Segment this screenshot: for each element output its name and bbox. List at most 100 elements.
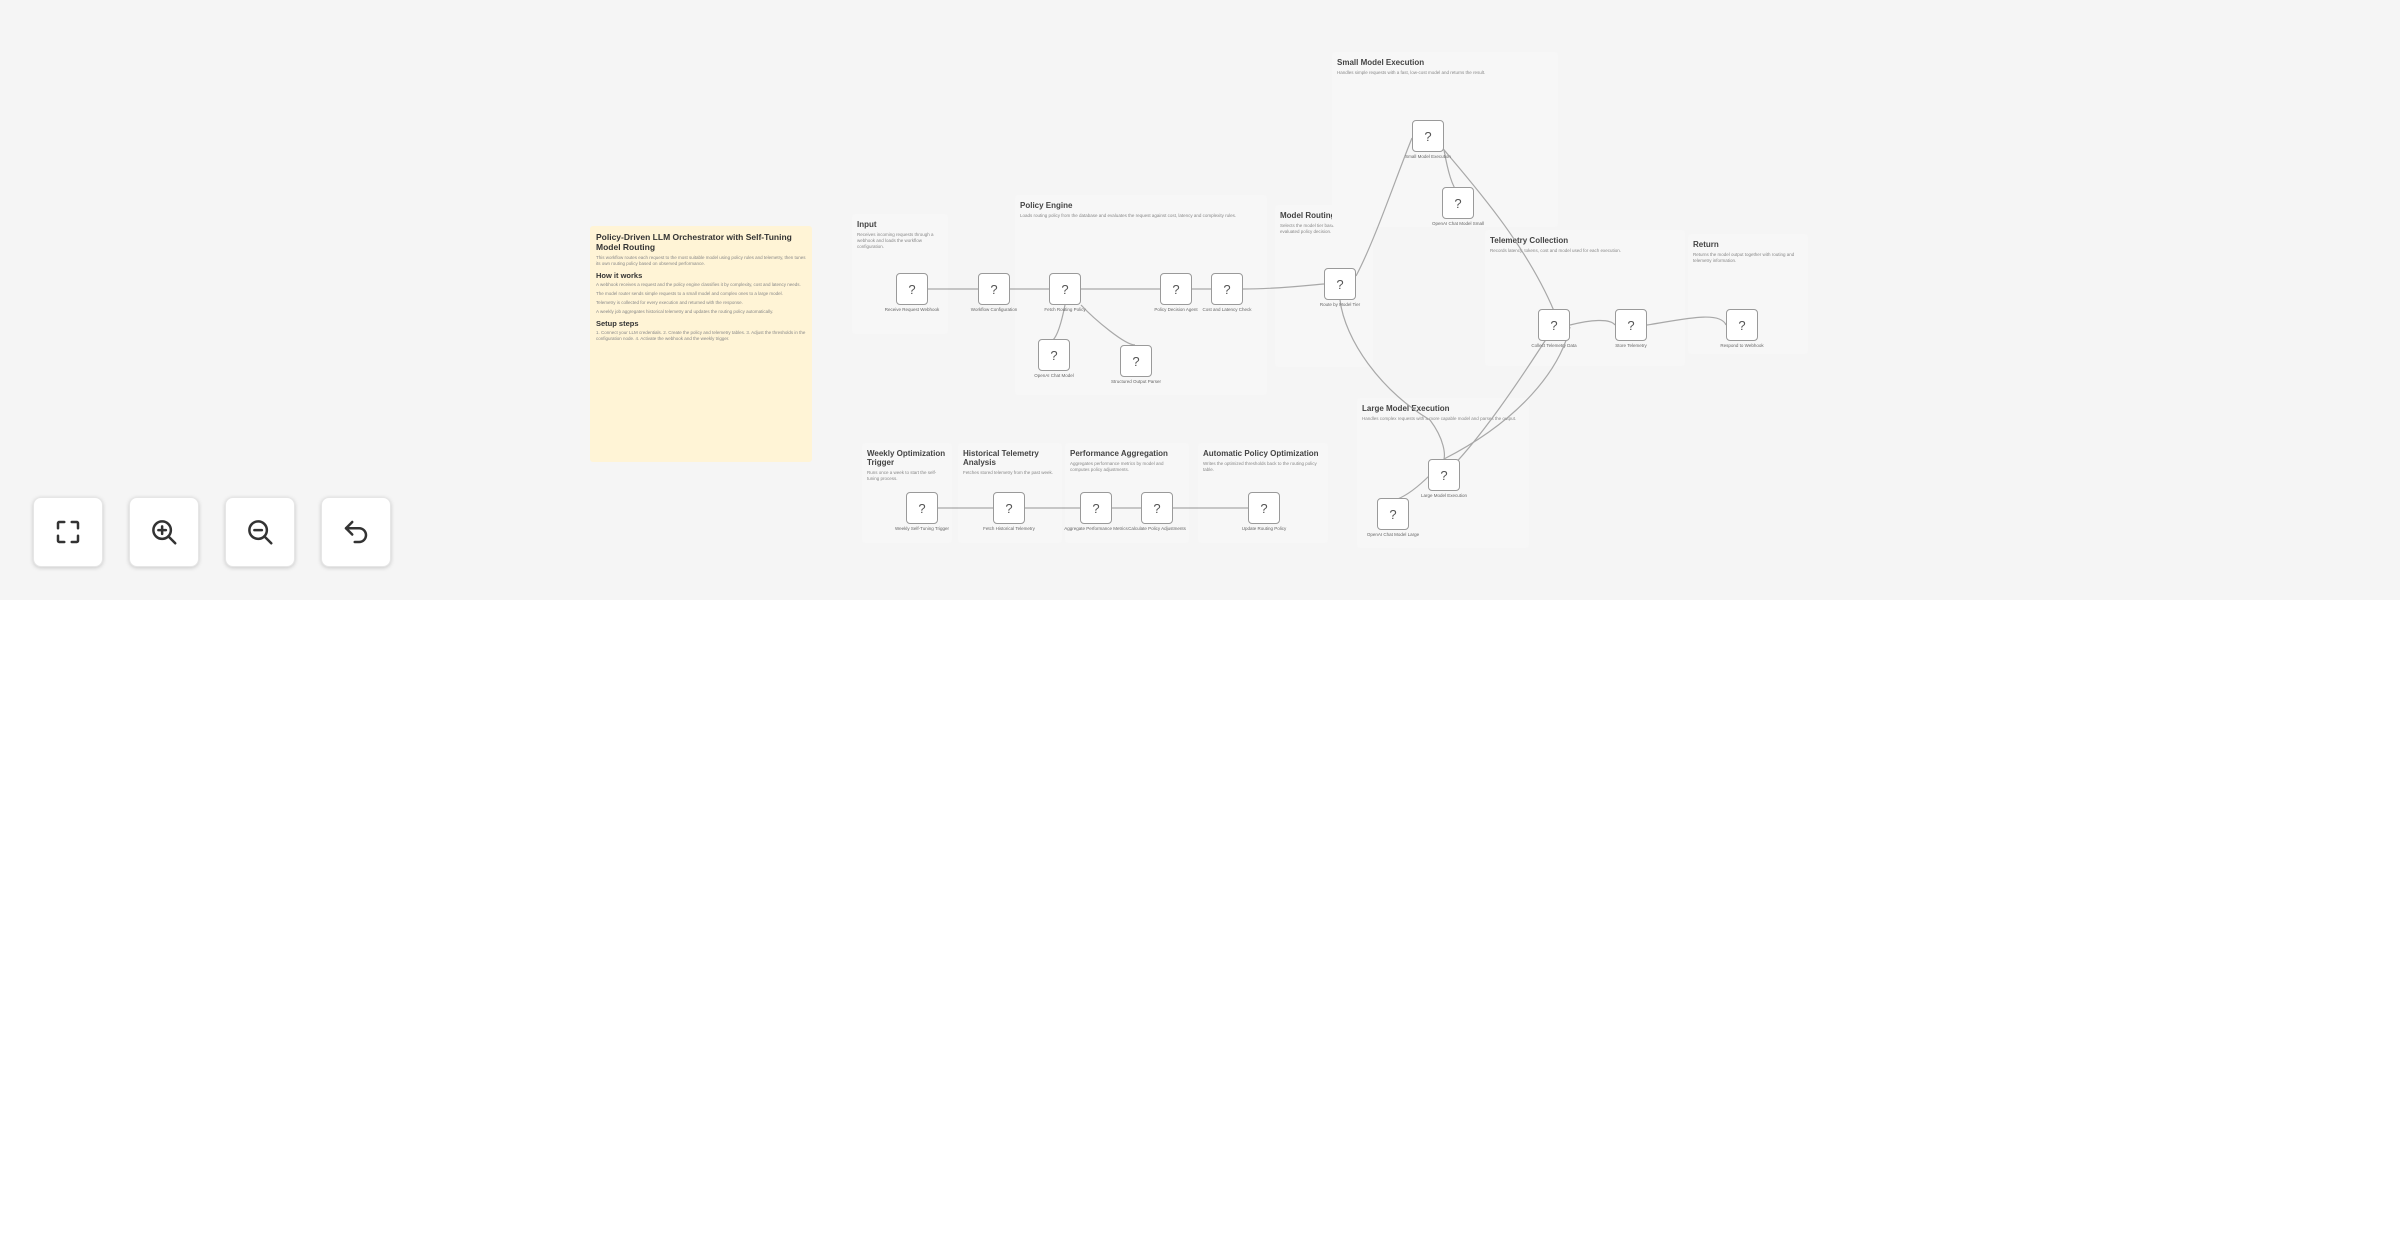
question-icon: ?: [1424, 128, 1432, 144]
route-switch-node[interactable]: ?: [1324, 268, 1356, 300]
undo-button[interactable]: [321, 497, 391, 567]
connection-line: [1646, 316, 1727, 326]
section-description: Fetches stored telemetry from the past w…: [963, 470, 1054, 475]
setup-steps-heading: Setup steps: [596, 319, 639, 328]
policy-parser-node[interactable]: ?: [1120, 345, 1152, 377]
fetch-policy-node[interactable]: ?: [1049, 273, 1081, 305]
fit-view-icon: [56, 520, 80, 544]
question-icon: ?: [1454, 195, 1462, 211]
section-title: Return: [1693, 240, 1719, 249]
question-icon: ?: [1223, 281, 1231, 297]
calculate-adjustments-node[interactable]: ?: [1141, 492, 1173, 524]
section-title: Input: [857, 220, 877, 229]
zoom-in-icon: [152, 520, 177, 545]
section-note-telemetry[interactable]: Telemetry Collection Records latency, to…: [1485, 230, 1685, 366]
zoom-out-button[interactable]: [225, 497, 295, 567]
node-label: Workflow Configuration: [970, 307, 1018, 312]
config-node[interactable]: ?: [978, 273, 1010, 305]
node-label: Structured Output Parser: [1110, 379, 1162, 384]
node-label: Update Routing Policy: [1241, 526, 1287, 531]
section-title: Weekly Optimization Trigger: [867, 449, 946, 467]
question-icon: ?: [1389, 506, 1397, 522]
connection-line: [1443, 326, 1555, 476]
node-label: Cost and Latency Check: [1202, 307, 1252, 312]
update-policy-node[interactable]: ?: [1248, 492, 1280, 524]
fetch-telemetry-node[interactable]: ?: [993, 492, 1025, 524]
connection-line: [1355, 137, 1413, 277]
node-label: Fetch Historical Telemetry: [983, 526, 1035, 531]
question-icon: ?: [1092, 500, 1100, 516]
connection-line: [1080, 304, 1136, 346]
section-title: Small Model Execution: [1337, 58, 1425, 67]
setup-steps-text: 1. Connect your LLM credentials. 2. Crea…: [596, 330, 806, 341]
question-icon: ?: [1627, 317, 1635, 333]
fit-view-button[interactable]: [33, 497, 103, 567]
how-it-works-text: Telemetry is collected for every executi…: [596, 300, 743, 305]
question-icon: ?: [1153, 500, 1161, 516]
node-label: Receive Request Webhook: [884, 307, 940, 312]
aggregate-metrics-node[interactable]: ?: [1080, 492, 1112, 524]
how-it-works-text: A webhook receives a request and the pol…: [596, 282, 801, 287]
question-icon: ?: [1336, 276, 1344, 292]
section-description: Records latency, tokens, cost and model …: [1490, 248, 1621, 253]
policy-agent-node[interactable]: ?: [1160, 273, 1192, 305]
section-description: Selects the model tier based on the eval…: [1280, 223, 1351, 234]
section-title: Historical Telemetry Analysis: [963, 449, 1039, 467]
node-label: Calculate Policy Adjustments: [1128, 526, 1186, 531]
question-icon: ?: [1550, 317, 1558, 333]
node-label: OpenAI Chat Model Small: [1431, 221, 1485, 226]
policy-model-node[interactable]: ?: [1038, 339, 1070, 371]
connection-line: [1339, 299, 1445, 460]
node-label: Collect Telemetry Data: [1531, 343, 1577, 348]
large-model-node[interactable]: ?: [1428, 459, 1460, 491]
connection-line: [1052, 304, 1066, 341]
question-icon: ?: [1260, 500, 1268, 516]
section-description: Returns the model output together with r…: [1693, 252, 1795, 263]
section-title: Model Routing: [1280, 211, 1336, 220]
node-label: Aggregate Performance Metrics: [1064, 526, 1128, 531]
question-icon: ?: [1132, 353, 1140, 369]
section-description: Receives incoming requests through a web…: [857, 232, 934, 249]
question-icon: ?: [1050, 347, 1058, 363]
section-description: Runs once a week to start the self-tunin…: [867, 470, 937, 481]
node-label: Fetch Routing Policy: [1044, 307, 1086, 312]
overview-sticky-note[interactable]: Policy-Driven LLM Orchestrator with Self…: [590, 226, 812, 462]
webhook-node[interactable]: ?: [896, 273, 928, 305]
weekly-trigger-node[interactable]: ?: [906, 492, 938, 524]
collect-telemetry-node[interactable]: ?: [1538, 309, 1570, 341]
section-description: Handles simple requests with a fast, low…: [1337, 70, 1486, 75]
how-it-works-heading: How it works: [596, 271, 643, 280]
section-title: Large Model Execution: [1362, 404, 1450, 413]
how-it-works-text: The model router sends simple requests t…: [596, 291, 783, 296]
small-chat-model-node[interactable]: ?: [1442, 187, 1474, 219]
question-icon: ?: [1172, 281, 1180, 297]
question-icon: ?: [1440, 467, 1448, 483]
section-title: Automatic Policy Optimization: [1203, 449, 1319, 458]
node-label: Store Telemetry: [1615, 343, 1647, 348]
section-title: Policy Engine: [1020, 201, 1073, 210]
zoom-in-button[interactable]: [129, 497, 199, 567]
node-label: OpenAI Chat Model: [1034, 373, 1074, 378]
node-label: Small Model Execution: [1405, 154, 1451, 159]
question-icon: ?: [908, 281, 916, 297]
node-label: Route by Model Tier: [1319, 302, 1361, 307]
large-chat-model-node[interactable]: ?: [1377, 498, 1409, 530]
undo-icon: [344, 520, 368, 544]
question-icon: ?: [990, 281, 998, 297]
section-description: Writes the optimized thresholds back to …: [1203, 461, 1317, 472]
section-description: Loads routing policy from the database a…: [1020, 213, 1237, 218]
connection-line: [1443, 326, 1571, 460]
overview-intro: This workflow routes each request to the…: [596, 255, 806, 266]
store-telemetry-node[interactable]: ?: [1615, 309, 1647, 341]
question-icon: ?: [918, 500, 926, 516]
cost-check-node[interactable]: ?: [1211, 273, 1243, 305]
section-title: Telemetry Collection: [1490, 236, 1569, 245]
node-label: OpenAI Chat Model Large: [1366, 532, 1420, 537]
node-label: Respond to Webhook: [1720, 343, 1764, 348]
question-icon: ?: [1061, 281, 1069, 297]
question-icon: ?: [1738, 317, 1746, 333]
respond-webhook-node[interactable]: ?: [1726, 309, 1758, 341]
workflow-canvas[interactable]: Policy-Driven LLM Orchestrator with Self…: [0, 0, 2400, 600]
small-model-node[interactable]: ?: [1412, 120, 1444, 152]
connection-line: [1569, 319, 1616, 326]
